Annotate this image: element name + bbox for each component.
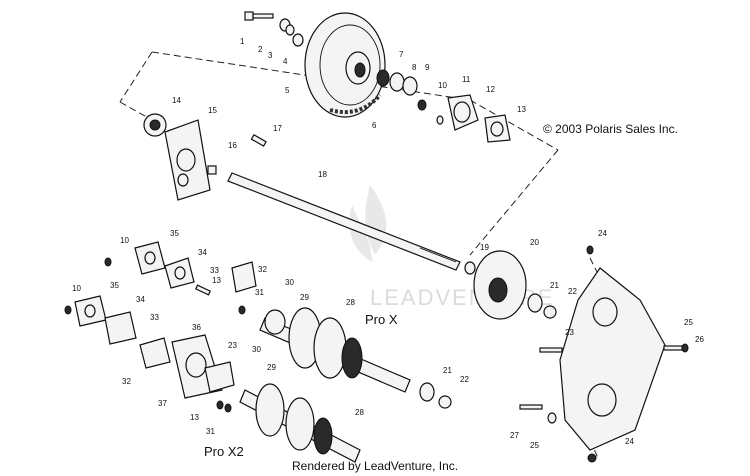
pro-x2-gear-assembly xyxy=(224,383,361,463)
nut-part-4 xyxy=(292,33,304,47)
callout-13b: 13 xyxy=(212,276,221,285)
callout-35b: 35 xyxy=(110,281,119,290)
seal-part-22 xyxy=(543,305,557,319)
spacer-part-7 xyxy=(376,69,390,87)
credit-text: Rendered by LeadVenture, Inc. xyxy=(292,459,458,473)
copyright-text: © 2003 Polaris Sales Inc. xyxy=(543,122,678,136)
callout-19: 19 xyxy=(480,243,489,252)
callout-22a: 22 xyxy=(568,287,577,296)
callout-31a: 31 xyxy=(255,288,264,297)
callout-11: 11 xyxy=(462,75,471,84)
pro-x-label: Pro X xyxy=(365,312,398,327)
pro-x-gear-assembly xyxy=(238,305,411,393)
callout-labels: 1 2 3 4 5 6 7 8 9 10 11 12 13 14 15 16 1… xyxy=(72,37,704,450)
bolt-part-27 xyxy=(519,404,543,410)
washer-part-25 xyxy=(547,412,557,424)
bearing-part-14 xyxy=(143,113,167,137)
seal-part-22b xyxy=(438,395,452,409)
callout-15: 15 xyxy=(208,106,217,115)
callout-9: 9 xyxy=(425,63,430,72)
drive-sprocket-part-5 xyxy=(304,12,386,118)
spacer-part-9 xyxy=(402,76,418,96)
pro-x2-plate-stack xyxy=(64,295,235,410)
callout-16: 16 xyxy=(228,141,237,150)
callout-21a: 21 xyxy=(550,281,559,290)
callout-25a: 25 xyxy=(684,318,693,327)
callout-4: 4 xyxy=(283,57,288,66)
callout-23b: 23 xyxy=(228,341,237,350)
oring-part-8 xyxy=(389,72,405,92)
callout-30a: 30 xyxy=(285,278,294,287)
callout-26: 26 xyxy=(695,335,704,344)
callout-13c: 13 xyxy=(190,413,199,422)
key-part-17 xyxy=(250,133,267,147)
callout-23a: 23 xyxy=(565,328,574,337)
callout-20: 20 xyxy=(530,238,539,247)
flange-part-13 xyxy=(484,114,511,143)
bearing-part-21b xyxy=(419,382,435,402)
callout-25b: 25 xyxy=(530,441,539,450)
bolt-part-26 xyxy=(663,345,683,351)
washer-part-10b xyxy=(436,115,444,125)
nut-part-10 xyxy=(417,99,427,111)
pro-x2-label: Pro X2 xyxy=(204,444,244,459)
callout-12: 12 xyxy=(486,85,495,94)
callout-32b: 32 xyxy=(122,377,131,386)
callout-7: 7 xyxy=(399,50,404,59)
callout-30b: 30 xyxy=(252,345,261,354)
callout-22b: 22 xyxy=(460,375,469,384)
callout-17: 17 xyxy=(273,124,282,133)
callout-10a: 10 xyxy=(438,81,447,90)
callout-5: 5 xyxy=(285,86,290,95)
bearing-plate-part-15 xyxy=(164,119,211,201)
callout-29a: 29 xyxy=(300,293,309,302)
callout-24a: 24 xyxy=(598,229,607,238)
callout-35a: 35 xyxy=(170,229,179,238)
callout-2: 2 xyxy=(258,45,263,54)
callout-3: 3 xyxy=(268,51,273,60)
callout-1: 1 xyxy=(240,37,245,46)
chain-part-6 xyxy=(329,93,382,115)
watermark-text: LEADVENTURE xyxy=(370,285,555,310)
driveshaft-part-18 xyxy=(227,172,461,271)
callout-37: 37 xyxy=(158,399,167,408)
bolt-part-16 xyxy=(207,165,217,175)
bolt-part-1 xyxy=(244,11,274,21)
callout-34b: 34 xyxy=(136,295,145,304)
callout-13a: 13 xyxy=(517,105,526,114)
callout-21b: 21 xyxy=(443,366,452,375)
chaincase-housing xyxy=(559,245,666,463)
callout-27: 27 xyxy=(510,431,519,440)
callout-34a: 34 xyxy=(198,248,207,257)
callout-24b: 24 xyxy=(625,437,634,446)
callout-10b: 10 xyxy=(120,236,129,245)
callout-18: 18 xyxy=(318,170,327,179)
oring-part-19 xyxy=(464,261,476,275)
bearing-plate-part-12 xyxy=(447,94,479,131)
callout-31b: 31 xyxy=(206,427,215,436)
callout-6: 6 xyxy=(372,121,377,130)
bolt-part-23 xyxy=(539,347,563,353)
callout-33a: 33 xyxy=(210,266,219,275)
callout-32a: 32 xyxy=(258,265,267,274)
callout-28a: 28 xyxy=(346,298,355,307)
callout-28b: 28 xyxy=(355,408,364,417)
brake-disc-part-20 xyxy=(473,250,527,320)
pro-x-plate-stack xyxy=(104,241,257,296)
callout-29b: 29 xyxy=(267,363,276,372)
washer-part-3 xyxy=(285,24,295,36)
callout-33b: 33 xyxy=(150,313,159,322)
callout-10c: 10 xyxy=(72,284,81,293)
callout-36: 36 xyxy=(192,323,201,332)
callout-14: 14 xyxy=(172,96,181,105)
bearing-part-21 xyxy=(527,293,543,313)
callout-8: 8 xyxy=(412,63,417,72)
nut-part-26 xyxy=(681,343,689,353)
